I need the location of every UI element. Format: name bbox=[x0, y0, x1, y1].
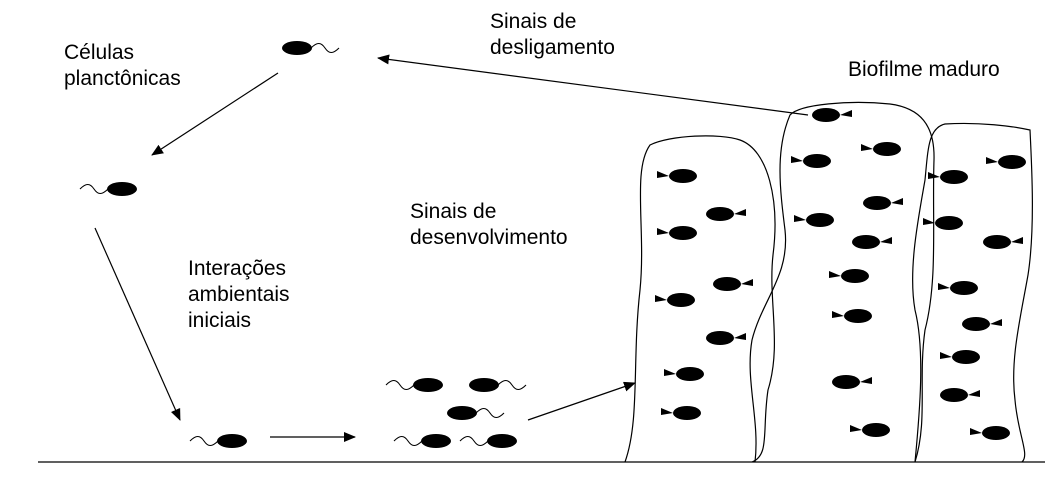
cell-tail bbox=[734, 333, 746, 340]
flagellum bbox=[79, 183, 109, 195]
label-detach-line2: desligamento bbox=[490, 36, 615, 59]
flagellum bbox=[310, 42, 340, 54]
cell-tail bbox=[1011, 237, 1023, 244]
flagellum bbox=[475, 407, 505, 419]
bacterium-cell bbox=[487, 434, 517, 448]
sessile-cell bbox=[982, 426, 1010, 440]
sessile-cell bbox=[844, 309, 872, 323]
cell-tail bbox=[655, 295, 667, 302]
cell-tail bbox=[861, 144, 873, 151]
flagellum bbox=[189, 435, 219, 447]
cell-tail bbox=[990, 319, 1002, 326]
sessile-cell bbox=[862, 423, 890, 437]
cell-tail bbox=[829, 271, 841, 278]
flagellum bbox=[459, 435, 489, 447]
arrow-to-attachment bbox=[94, 227, 181, 421]
sessile-cell bbox=[669, 226, 697, 240]
sessile-cell bbox=[832, 375, 860, 389]
sessile-cell bbox=[812, 108, 840, 122]
sessile-cell bbox=[983, 235, 1011, 249]
bacterium-cell bbox=[469, 378, 499, 392]
bacterium-cell bbox=[447, 406, 477, 420]
bacterium-cell bbox=[282, 41, 312, 55]
sessile-cell bbox=[940, 388, 968, 402]
cell-tail bbox=[940, 352, 952, 359]
cell-tail bbox=[832, 311, 844, 318]
sessile-cell bbox=[803, 154, 831, 168]
sessile-cell bbox=[676, 367, 704, 381]
flagellum bbox=[385, 379, 415, 391]
cell-tail bbox=[734, 209, 746, 216]
sessile-cell bbox=[940, 170, 968, 184]
sessile-cell bbox=[998, 155, 1026, 169]
label-planktonic-line1: Células bbox=[64, 41, 135, 64]
bacterium-cell bbox=[107, 182, 137, 196]
arrow-planktonic-down bbox=[151, 72, 279, 156]
cell-tail bbox=[860, 377, 872, 384]
sessile-cell bbox=[673, 406, 701, 420]
cell-tail bbox=[661, 408, 673, 415]
cell-tail bbox=[791, 156, 803, 163]
sessile-cell bbox=[962, 317, 990, 331]
biofilm-colony-middle bbox=[749, 101, 935, 463]
sessile-cell bbox=[706, 331, 734, 345]
sessile-cell bbox=[667, 293, 695, 307]
label-development-signals: Sinais de desenvolvimento bbox=[410, 199, 568, 251]
sessile-cell bbox=[841, 269, 869, 283]
label-env-line1: Interações bbox=[188, 257, 287, 280]
sessile-cell bbox=[935, 216, 963, 230]
label-dev-line1: Sinais de bbox=[410, 200, 497, 223]
cell-tail bbox=[968, 390, 980, 397]
sessile-cell bbox=[873, 142, 901, 156]
cell-tail bbox=[657, 171, 669, 178]
cell-tail bbox=[938, 283, 950, 290]
sessile-cell bbox=[713, 277, 741, 291]
cell-tail bbox=[741, 279, 753, 286]
label-planktonic-cells: Células planctônicas bbox=[64, 40, 181, 92]
label-mature-biofilm: Biofilme maduro bbox=[848, 58, 1000, 81]
label-env-line3: iniciais bbox=[188, 309, 252, 332]
flagellum bbox=[497, 379, 527, 391]
flagellum bbox=[393, 435, 423, 447]
cell-tail bbox=[970, 428, 982, 435]
bacterium-cell bbox=[421, 434, 451, 448]
biofilm-colony-left bbox=[624, 135, 776, 463]
cell-tail bbox=[657, 228, 669, 235]
cell-tail bbox=[986, 157, 998, 164]
label-detach-line1: Sinais de bbox=[490, 10, 577, 33]
cell-tail bbox=[794, 215, 806, 222]
biofilm-colony-right bbox=[912, 122, 1033, 463]
cell-tail bbox=[928, 172, 940, 179]
label-detach-signals: Sinais de desligamento bbox=[490, 9, 615, 61]
label-initial-interactions: Interações ambientais iniciais bbox=[188, 256, 290, 334]
label-env-line2: ambientais bbox=[188, 283, 290, 306]
sessile-cell bbox=[852, 235, 880, 249]
cell-tail bbox=[664, 369, 676, 376]
sessile-cell bbox=[669, 169, 697, 183]
label-dev-line2: desenvolvimento bbox=[410, 226, 568, 249]
sessile-cell bbox=[863, 196, 891, 210]
bacterial-cells bbox=[79, 41, 1026, 448]
sessile-cell bbox=[706, 207, 734, 221]
cell-tail bbox=[840, 110, 852, 117]
bacterium-cell bbox=[217, 434, 247, 448]
sessile-cell bbox=[806, 213, 834, 227]
sessile-cell bbox=[952, 350, 980, 364]
cell-tail bbox=[891, 198, 903, 205]
cell-tail bbox=[923, 218, 935, 225]
cell-tail bbox=[850, 425, 862, 432]
arrow-detachment bbox=[377, 54, 809, 116]
bacterium-cell bbox=[413, 378, 443, 392]
label-planktonic-line2: planctônicas bbox=[64, 67, 181, 90]
arrow-to-maturation bbox=[527, 381, 636, 421]
cell-tail bbox=[880, 237, 892, 244]
sessile-cell bbox=[950, 281, 978, 295]
